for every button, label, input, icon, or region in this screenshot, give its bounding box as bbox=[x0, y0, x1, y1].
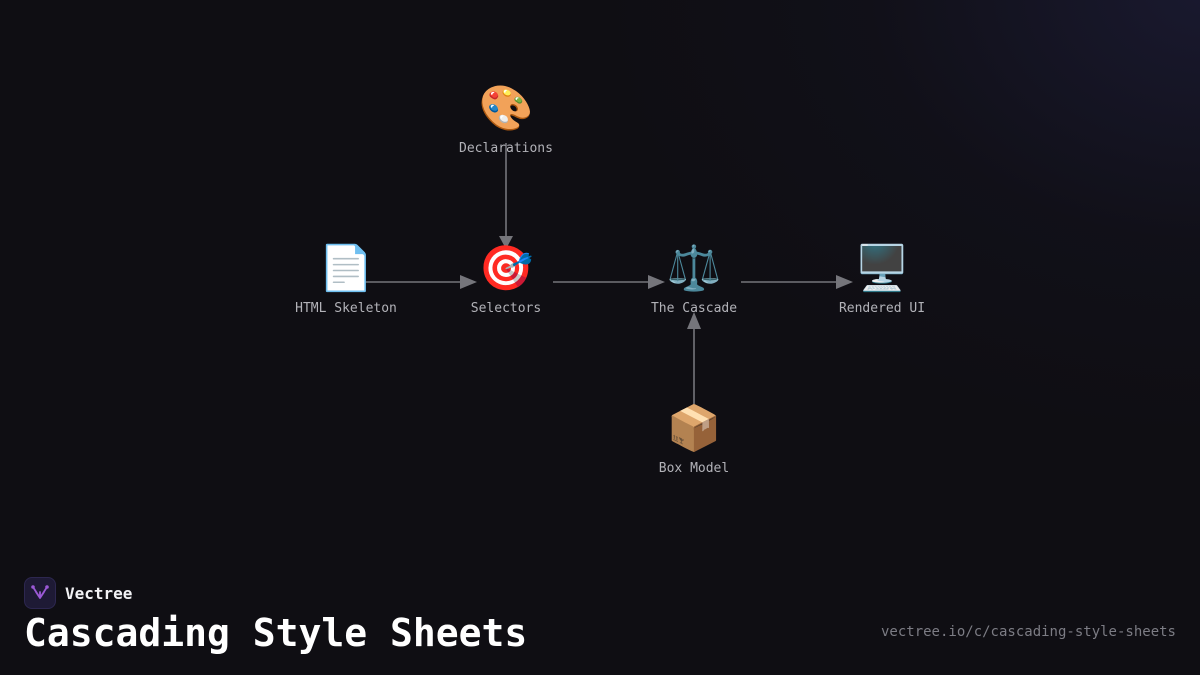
monitor-icon: 🖥️ bbox=[855, 243, 910, 294]
node-label: HTML Skeleton bbox=[295, 301, 397, 316]
node-the-cascade: ⚖️ The Cascade bbox=[651, 243, 737, 316]
node-declarations: 🎨 Declarations bbox=[459, 81, 553, 156]
node-label: Declarations bbox=[459, 141, 553, 156]
page-title: Cascading Style Sheets bbox=[24, 611, 528, 655]
node-box-model: 📦 Box Model bbox=[659, 403, 729, 476]
vectree-logo-icon bbox=[24, 577, 56, 609]
brand-name: Vectree bbox=[65, 583, 133, 603]
arrowhead bbox=[836, 275, 853, 289]
package-icon: 📦 bbox=[667, 403, 722, 454]
arrowhead bbox=[687, 312, 701, 329]
node-label: Box Model bbox=[659, 461, 729, 476]
document-icon: 📄 bbox=[319, 243, 374, 294]
node-rendered-ui: 🖥️ Rendered UI bbox=[839, 243, 925, 316]
page-url: vectree.io/c/cascading-style-sheets bbox=[880, 624, 1176, 640]
palette-icon: 🎨 bbox=[479, 81, 534, 134]
edges bbox=[365, 143, 853, 404]
node-html-skeleton: 📄 HTML Skeleton bbox=[295, 243, 397, 316]
arrowhead bbox=[460, 275, 477, 289]
node-label: The Cascade bbox=[651, 301, 737, 316]
scales-icon: ⚖️ bbox=[667, 243, 722, 294]
target-icon: 🎯 bbox=[479, 243, 534, 294]
tree-branch-icon bbox=[31, 585, 49, 599]
brand: Vectree bbox=[24, 577, 132, 609]
arrowhead bbox=[499, 236, 513, 249]
node-selectors: 🎯 Selectors bbox=[471, 243, 541, 316]
node-label: Rendered UI bbox=[839, 301, 925, 316]
arrowhead bbox=[648, 275, 665, 289]
node-label: Selectors bbox=[471, 301, 541, 316]
